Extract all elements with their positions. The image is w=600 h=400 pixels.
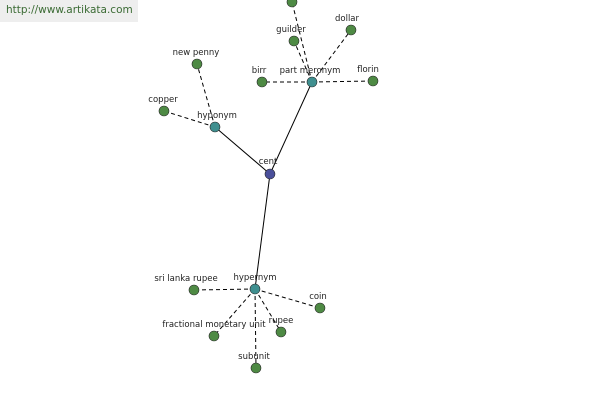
node-circle[interactable]	[306, 76, 318, 88]
leaf-node-guilder[interactable]: guilder	[276, 25, 306, 47]
node-circle[interactable]	[345, 24, 357, 36]
edge-cent-part-meronym	[269, 81, 313, 175]
graph-nodes: new penny copper guilder dollar birr florin sr…	[148, 0, 379, 374]
edge-hypernym-sri-lanka-rupee	[193, 288, 256, 291]
leaf-node-florin[interactable]: florin	[357, 65, 379, 87]
leaf-node-dollar[interactable]: dollar	[335, 14, 360, 36]
leaf-node-copper[interactable]: copper	[148, 95, 178, 117]
node-label: hypernym	[233, 273, 276, 283]
node-label: cent	[259, 157, 278, 167]
node-label: new penny	[173, 48, 220, 58]
node-label: sri lanka rupee	[154, 274, 217, 284]
node-label: dollar	[335, 14, 360, 24]
edge-hypernym-fractional-monetary-unit	[213, 288, 256, 337]
edge-part-meronym-guilder	[293, 40, 313, 83]
node-label: subunit	[238, 352, 270, 362]
node-circle[interactable]	[314, 302, 326, 314]
node-label: part meronym	[280, 66, 341, 76]
edge-part-meronym-dollar	[311, 29, 352, 83]
node-circle[interactable]	[191, 58, 203, 70]
leaf-node-unlabeled-top[interactable]	[286, 0, 298, 8]
node-circle[interactable]	[264, 168, 276, 180]
leaf-node-subunit[interactable]: subunit	[238, 352, 271, 374]
node-circle[interactable]	[250, 362, 262, 374]
node-label: rupee	[269, 316, 294, 326]
node-circle[interactable]	[367, 75, 379, 87]
leaf-node-birr[interactable]: birr	[252, 66, 268, 88]
relation-node-hypernym[interactable]: hypernym	[233, 273, 277, 295]
edge-cent-hypernym	[254, 173, 271, 290]
node-circle[interactable]	[209, 121, 221, 133]
node-label: hyponym	[197, 111, 237, 121]
node-circle[interactable]	[256, 76, 268, 88]
relation-node-hyponym[interactable]: hyponym	[197, 111, 237, 133]
node-circle[interactable]	[288, 35, 300, 47]
relation-node-part-meronym[interactable]: part meronym	[280, 66, 341, 88]
edge-hypernym-coin	[254, 288, 321, 309]
node-label: copper	[148, 95, 178, 105]
node-circle[interactable]	[158, 105, 170, 117]
watermark-url[interactable]: http://www.artikata.com	[6, 4, 133, 16]
graph-edges	[163, 1, 374, 369]
edge-hypernym-rupee	[254, 288, 282, 333]
edge-part-meronym-florin	[311, 80, 374, 83]
edge-cent-hyponym	[214, 126, 271, 175]
leaf-node-fractional-monetary-unit[interactable]: fractional monetary unit	[162, 320, 266, 342]
node-circle[interactable]	[275, 326, 287, 338]
node-label: fractional monetary unit	[162, 320, 266, 330]
leaf-node-new-penny[interactable]: new penny	[173, 48, 220, 70]
edge-hyponym-new-penny	[196, 63, 216, 128]
node-circle[interactable]	[208, 330, 220, 342]
node-circle[interactable]	[249, 283, 261, 295]
leaf-node-rupee[interactable]: rupee	[269, 316, 294, 338]
center-node-cent[interactable]: cent	[259, 157, 278, 180]
node-circle[interactable]	[286, 0, 298, 8]
watermark-banner: http://www.artikata.com	[0, 0, 138, 22]
node-label: birr	[252, 66, 267, 76]
node-label: guilder	[276, 25, 306, 35]
edge-hypernym-subunit	[254, 288, 257, 369]
node-circle[interactable]	[188, 284, 200, 296]
edge-hyponym-copper	[163, 110, 216, 128]
leaf-node-coin[interactable]: coin	[309, 292, 327, 314]
leaf-node-sri-lanka-rupee[interactable]: sri lanka rupee	[154, 274, 218, 296]
node-label: coin	[309, 292, 327, 302]
node-label: florin	[357, 65, 379, 75]
